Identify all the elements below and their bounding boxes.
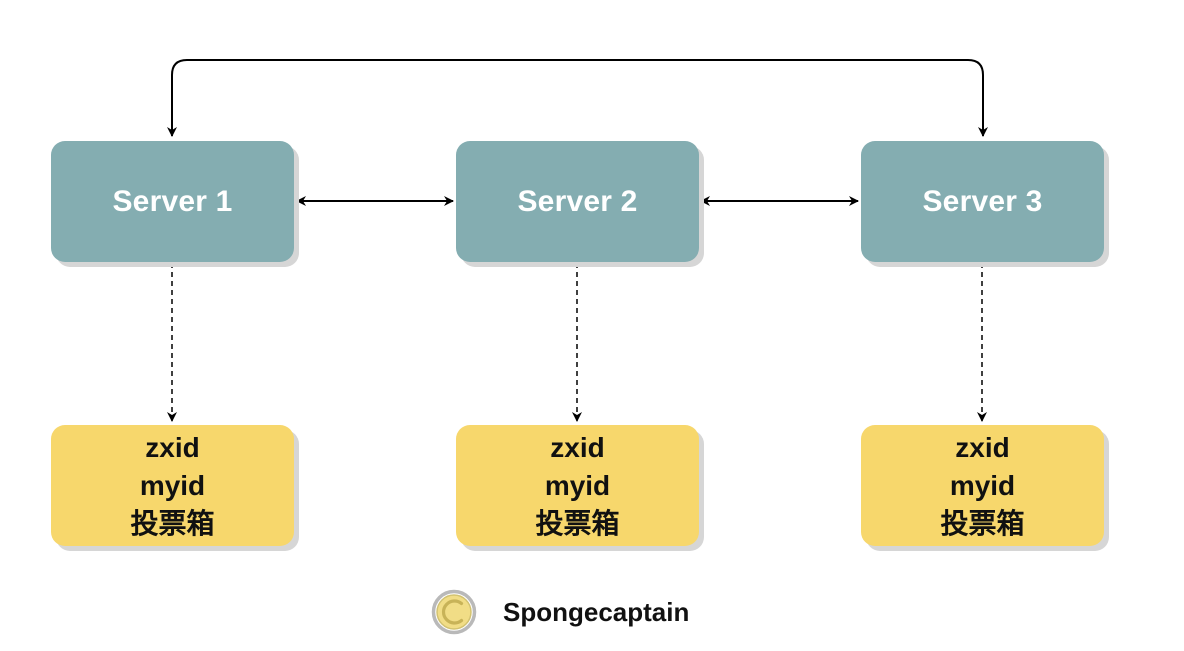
- server-1-store: zxid myid 投票箱: [51, 425, 294, 546]
- server-1-node: Server 1: [51, 141, 294, 262]
- server-3-store: zxid myid 投票箱: [861, 425, 1104, 546]
- store-field-zxid: zxid: [145, 431, 200, 463]
- store-field-myid: myid: [139, 469, 206, 501]
- store-field-ballot-box: 投票箱: [535, 507, 620, 539]
- store-field-myid: myid: [544, 469, 611, 501]
- server1-server3-connector: [167, 59, 988, 137]
- server-2-label: Server 2: [517, 184, 638, 218]
- store-field-zxid: zxid: [955, 431, 1010, 463]
- server-3-label: Server 3: [922, 184, 1043, 218]
- store-field-ballot-box: 投票箱: [130, 507, 215, 539]
- copyright-circle-icon: [431, 589, 477, 635]
- server-3-node: Server 3: [861, 141, 1104, 262]
- server-2-node: Server 2: [456, 141, 699, 262]
- server-1-label: Server 1: [112, 184, 233, 218]
- store-field-ballot-box: 投票箱: [940, 507, 1025, 539]
- server-2-store: zxid myid 投票箱: [456, 425, 699, 546]
- watermark-text: Spongecaptain: [503, 596, 690, 627]
- store-field-zxid: zxid: [550, 431, 605, 463]
- store-field-myid: myid: [949, 469, 1016, 501]
- watermark: Spongecaptain: [431, 586, 689, 638]
